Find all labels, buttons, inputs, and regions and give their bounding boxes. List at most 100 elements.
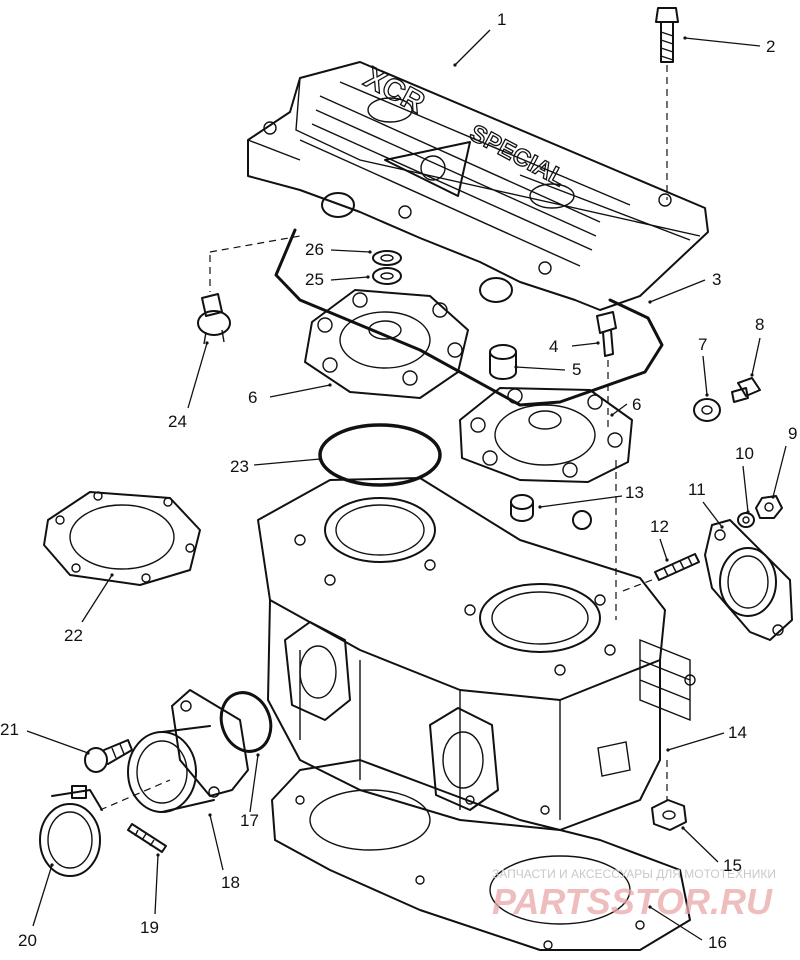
callout-number-3: 3 xyxy=(712,270,721,289)
cylinder-block xyxy=(257,477,696,831)
leader-tip-23 xyxy=(318,457,322,461)
leader-tip-1 xyxy=(453,63,457,67)
leader-tip-26 xyxy=(368,250,372,254)
intake-adapter-18 xyxy=(127,689,249,813)
callout-number-7: 7 xyxy=(698,335,707,354)
leader-line-14 xyxy=(667,732,725,751)
dowel-13b xyxy=(572,510,592,530)
callout-number-6b: 6 xyxy=(632,395,641,414)
callout-number-9: 9 xyxy=(788,424,797,443)
callout-number-2: 2 xyxy=(766,37,775,56)
leader-line-17 xyxy=(249,754,259,813)
leader-line-18 xyxy=(209,814,224,871)
leader-line-1 xyxy=(454,29,491,66)
leader-line-26 xyxy=(330,249,371,253)
callout-number-19: 19 xyxy=(140,918,159,937)
leader-tip-12 xyxy=(665,558,669,562)
callout-number-26: 26 xyxy=(305,240,324,259)
callout-number-6: 6 xyxy=(248,388,257,407)
cover-model-text: XCR xyxy=(359,61,431,120)
washer-10 xyxy=(737,512,755,528)
callout-number-17: 17 xyxy=(240,811,259,830)
callout-number-22: 22 xyxy=(64,626,83,645)
leader-tip-8 xyxy=(750,373,754,377)
watermark-line1: ЗАПЧАСТИ И АКСЕССУАРЫ ДЛЯ МОТОТЕХНИКИ xyxy=(492,867,776,881)
washer-25 xyxy=(372,267,402,285)
leader-tip-7 xyxy=(705,393,709,397)
head-cover-seal xyxy=(274,228,664,407)
leader-line-5 xyxy=(515,366,566,371)
temp-sensor-24 xyxy=(197,255,231,345)
leader-tip-22 xyxy=(110,573,114,577)
leader-line-2 xyxy=(684,37,761,47)
leader-line-9 xyxy=(772,445,787,498)
clamp-20 xyxy=(39,785,103,877)
nut-9 xyxy=(755,495,783,519)
leader-line-15 xyxy=(682,827,719,863)
callout-number-4: 4 xyxy=(549,337,558,356)
watermark-line2: PARTSSTOR.RU xyxy=(492,881,773,922)
combustion-dome-left xyxy=(304,289,469,399)
callout-number-25: 25 xyxy=(305,270,324,289)
leader-line-21 xyxy=(26,730,89,754)
leader-tip-10 xyxy=(746,510,750,514)
o-ring-23 xyxy=(318,423,442,487)
leader-tip-13 xyxy=(538,505,542,509)
leader-tip-17 xyxy=(256,753,260,757)
callout-number-16: 16 xyxy=(708,933,727,952)
leader-line-11 xyxy=(702,501,723,528)
leader-line-24 xyxy=(187,342,208,409)
bolt-21 xyxy=(84,739,133,773)
callout-number-11: 11 xyxy=(688,480,706,499)
leader-line-19 xyxy=(154,854,159,915)
leader-tip-20 xyxy=(50,863,54,867)
leader-tip-9 xyxy=(771,495,775,499)
leader-tip-6b xyxy=(610,413,614,417)
washer-7 xyxy=(693,398,721,422)
leader-line-6 xyxy=(269,384,331,398)
callout-number-8: 8 xyxy=(755,315,764,334)
leader-line-16 xyxy=(649,906,703,941)
leader-tip-4 xyxy=(596,341,600,345)
plug-8 xyxy=(731,377,761,403)
nut-15 xyxy=(651,799,687,831)
watermark: ЗАПЧАСТИ И АКСЕССУАРЫ ДЛЯ МОТОТЕХНИКИ PA… xyxy=(492,867,776,922)
callout-number-13: 13 xyxy=(625,483,644,502)
bolt-4 xyxy=(596,311,617,430)
leader-line-6b xyxy=(611,403,628,416)
leader-line-8 xyxy=(751,337,761,376)
leader-tip-25 xyxy=(366,275,370,279)
exhaust-gasket-22 xyxy=(43,491,201,586)
dowel-13a xyxy=(510,494,534,522)
callout-number-15: 15 xyxy=(723,856,742,875)
o-ring-17 xyxy=(219,691,273,753)
leader-tip-19 xyxy=(156,853,160,857)
sleeve-5 xyxy=(489,344,517,380)
stud-12 xyxy=(619,553,700,593)
leader-line-20 xyxy=(32,864,53,927)
callout-number-23: 23 xyxy=(230,457,249,476)
callout-number-5: 5 xyxy=(572,360,581,379)
leader-tip-24 xyxy=(205,341,209,345)
base-gasket-16 xyxy=(271,759,691,951)
callout-number-20: 20 xyxy=(18,931,37,950)
leader-line-4 xyxy=(571,342,599,347)
cover-edition-text: SPECIAL xyxy=(465,119,570,192)
leader-tip-15 xyxy=(681,826,685,830)
leader-tip-16 xyxy=(648,905,652,909)
leader-line-23 xyxy=(253,458,321,466)
grommet-26 xyxy=(372,250,402,266)
combustion-dome-right xyxy=(459,387,633,483)
screw-19 xyxy=(127,823,167,853)
leader-line-7 xyxy=(702,355,708,396)
callout-number-14: 14 xyxy=(728,723,747,742)
callout-number-18: 18 xyxy=(221,873,240,892)
leader-tip-6 xyxy=(328,383,332,387)
exhaust-flange-11 xyxy=(704,519,793,641)
leader-tip-14 xyxy=(666,748,670,752)
leader-line-10 xyxy=(742,465,749,513)
leader-tip-11 xyxy=(720,525,724,529)
leader-line-22 xyxy=(81,574,113,623)
